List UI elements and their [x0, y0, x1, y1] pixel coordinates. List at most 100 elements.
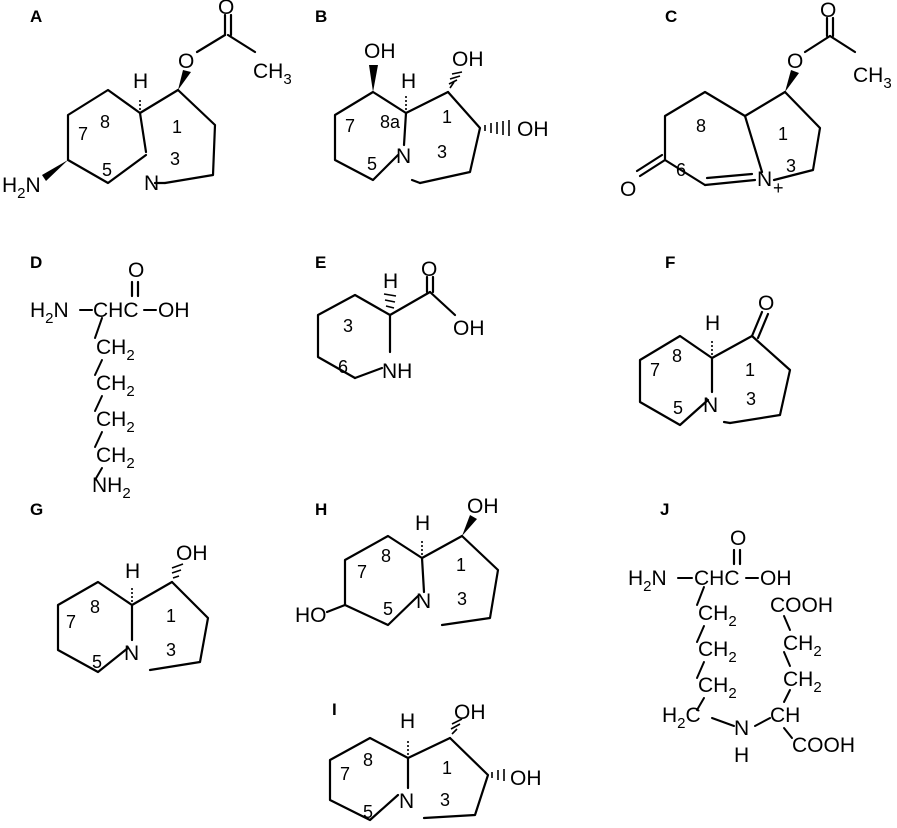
plate-label-b: B: [315, 7, 327, 26]
amine-group: H2N: [2, 174, 41, 202]
hashed-bond-oh: [171, 563, 184, 579]
position-1: 1: [456, 555, 466, 575]
position-1: 1: [442, 758, 452, 778]
position-8: 8: [100, 112, 110, 132]
secondary-amine: N: [734, 717, 749, 740]
amine-group: H2N: [628, 567, 667, 595]
position-3: 3: [457, 589, 467, 609]
methyl-group: CH3: [253, 60, 292, 88]
methylene-2: CH2: [96, 372, 135, 400]
nitrogen-label: N: [416, 590, 431, 613]
hydroxyl: OH: [467, 495, 499, 518]
structure-a: A H O O CH3 N H2N 1 3 5 7 8: [2, 0, 292, 202]
plate-label-g: G: [30, 500, 43, 519]
positive-charge: +: [773, 178, 784, 198]
position-3: 3: [166, 640, 176, 660]
alpha-carbon-group: CHC: [93, 299, 139, 322]
carbonyl-oxygen: O: [421, 258, 437, 281]
carbonyl-oxygen: O: [730, 527, 746, 550]
acid-hydroxyl: OH: [760, 567, 792, 590]
position-1: 1: [172, 117, 182, 137]
position-5: 5: [673, 398, 683, 418]
methylene-2: CH2: [698, 638, 737, 666]
methylene-3: CH2: [96, 408, 135, 436]
alpha-carbon-group: CHC: [694, 567, 740, 590]
carboxyl-upper: COOH: [770, 594, 833, 617]
structure-h: H H OH HO N 1 3 5 7 8: [295, 495, 500, 627]
wedge-bond-amine: [42, 160, 68, 181]
methylene-3: CH2: [698, 674, 737, 702]
methylene-h2c: H2C: [662, 704, 701, 732]
position-3: 3: [746, 389, 756, 409]
position-8: 8: [90, 597, 100, 617]
position-3: 3: [786, 156, 796, 176]
methyl-group: CH3: [853, 64, 892, 92]
nitrogen-label: N: [399, 790, 414, 813]
hashed-bond-oh-c2: [484, 120, 510, 136]
structure-d: D O H2N CHC OH CH2 CH2 CH2 CH2 NH2: [30, 253, 190, 502]
terminal-amine: NH2: [92, 474, 131, 502]
hydroxyl: OH: [176, 542, 208, 565]
plate-label-i: I: [332, 700, 337, 719]
nitrogen-label: N: [144, 172, 159, 195]
plate-label-h: H: [315, 500, 327, 519]
hydrogen-label: H: [133, 70, 148, 93]
acid-hydroxyl: OH: [453, 317, 485, 340]
acid-hydroxyl: OH: [158, 299, 190, 322]
ketone-oxygen: O: [758, 292, 774, 315]
ester-oxygen: O: [787, 50, 803, 73]
position-3: 3: [440, 790, 450, 810]
methylene-4: CH2: [96, 444, 135, 472]
hydrogen-label: H: [415, 512, 430, 535]
hydroxyl-c1: OH: [454, 701, 486, 724]
plate-label-c: C: [665, 7, 677, 26]
hydroxyl-ho: HO: [295, 604, 327, 627]
carbonyl-oxygen: O: [218, 0, 234, 19]
carbonyl-oxygen: O: [128, 259, 144, 282]
position-5: 5: [367, 154, 377, 174]
wedge-bond-oh: [462, 515, 477, 536]
plate-label-d: D: [30, 253, 42, 272]
nitrogen-label: N: [703, 394, 718, 417]
position-8: 8: [363, 750, 373, 770]
position-7: 7: [357, 562, 367, 582]
structure-e: E H O OH NH 3 6: [315, 253, 485, 383]
position-3: 3: [343, 316, 353, 336]
ketone-oxygen: O: [620, 178, 636, 201]
position-7: 7: [78, 124, 88, 144]
hydroxyl-c2: OH: [517, 118, 549, 141]
plate-label-a: A: [30, 7, 42, 26]
ester-oxygen: O: [178, 50, 194, 73]
hydrogen-label: H: [401, 70, 416, 93]
structure-i: I H OH OH N 1 3 5 7 8: [328, 700, 542, 822]
position-5: 5: [102, 160, 112, 180]
position-7: 7: [345, 116, 355, 136]
methylene-1: CH2: [96, 336, 135, 364]
position-1: 1: [778, 124, 788, 144]
position-3: 3: [170, 149, 180, 169]
hydrogen-label: H: [705, 312, 720, 335]
methylene-right-1: CH2: [783, 632, 822, 660]
position-7: 7: [340, 764, 350, 784]
methylene-1: CH2: [698, 602, 737, 630]
hydroxyl-c2: OH: [510, 767, 542, 790]
hydrogen-label: H: [400, 710, 415, 733]
hashed-bond-h: [383, 293, 397, 309]
position-3: 3: [437, 142, 447, 162]
nitrogen-label: N: [396, 145, 411, 168]
amine-hydrogen: H: [734, 744, 749, 767]
wedge-bond-o: [178, 70, 191, 90]
hydroxyl-c1: OH: [452, 48, 484, 71]
wedge-bond-oh: [369, 65, 378, 92]
hydroxyl-top-left: OH: [364, 40, 396, 63]
position-7: 7: [66, 612, 76, 632]
hydrogen-label: H: [383, 270, 398, 293]
plate-label-e: E: [315, 253, 326, 272]
carboxyl-lower: COOH: [792, 734, 855, 757]
position-6: 6: [676, 160, 686, 180]
position-8a: 8a: [380, 112, 401, 132]
position-1: 1: [745, 360, 755, 380]
position-7: 7: [650, 360, 660, 380]
hashed-bond-oh-c1: [450, 718, 463, 735]
